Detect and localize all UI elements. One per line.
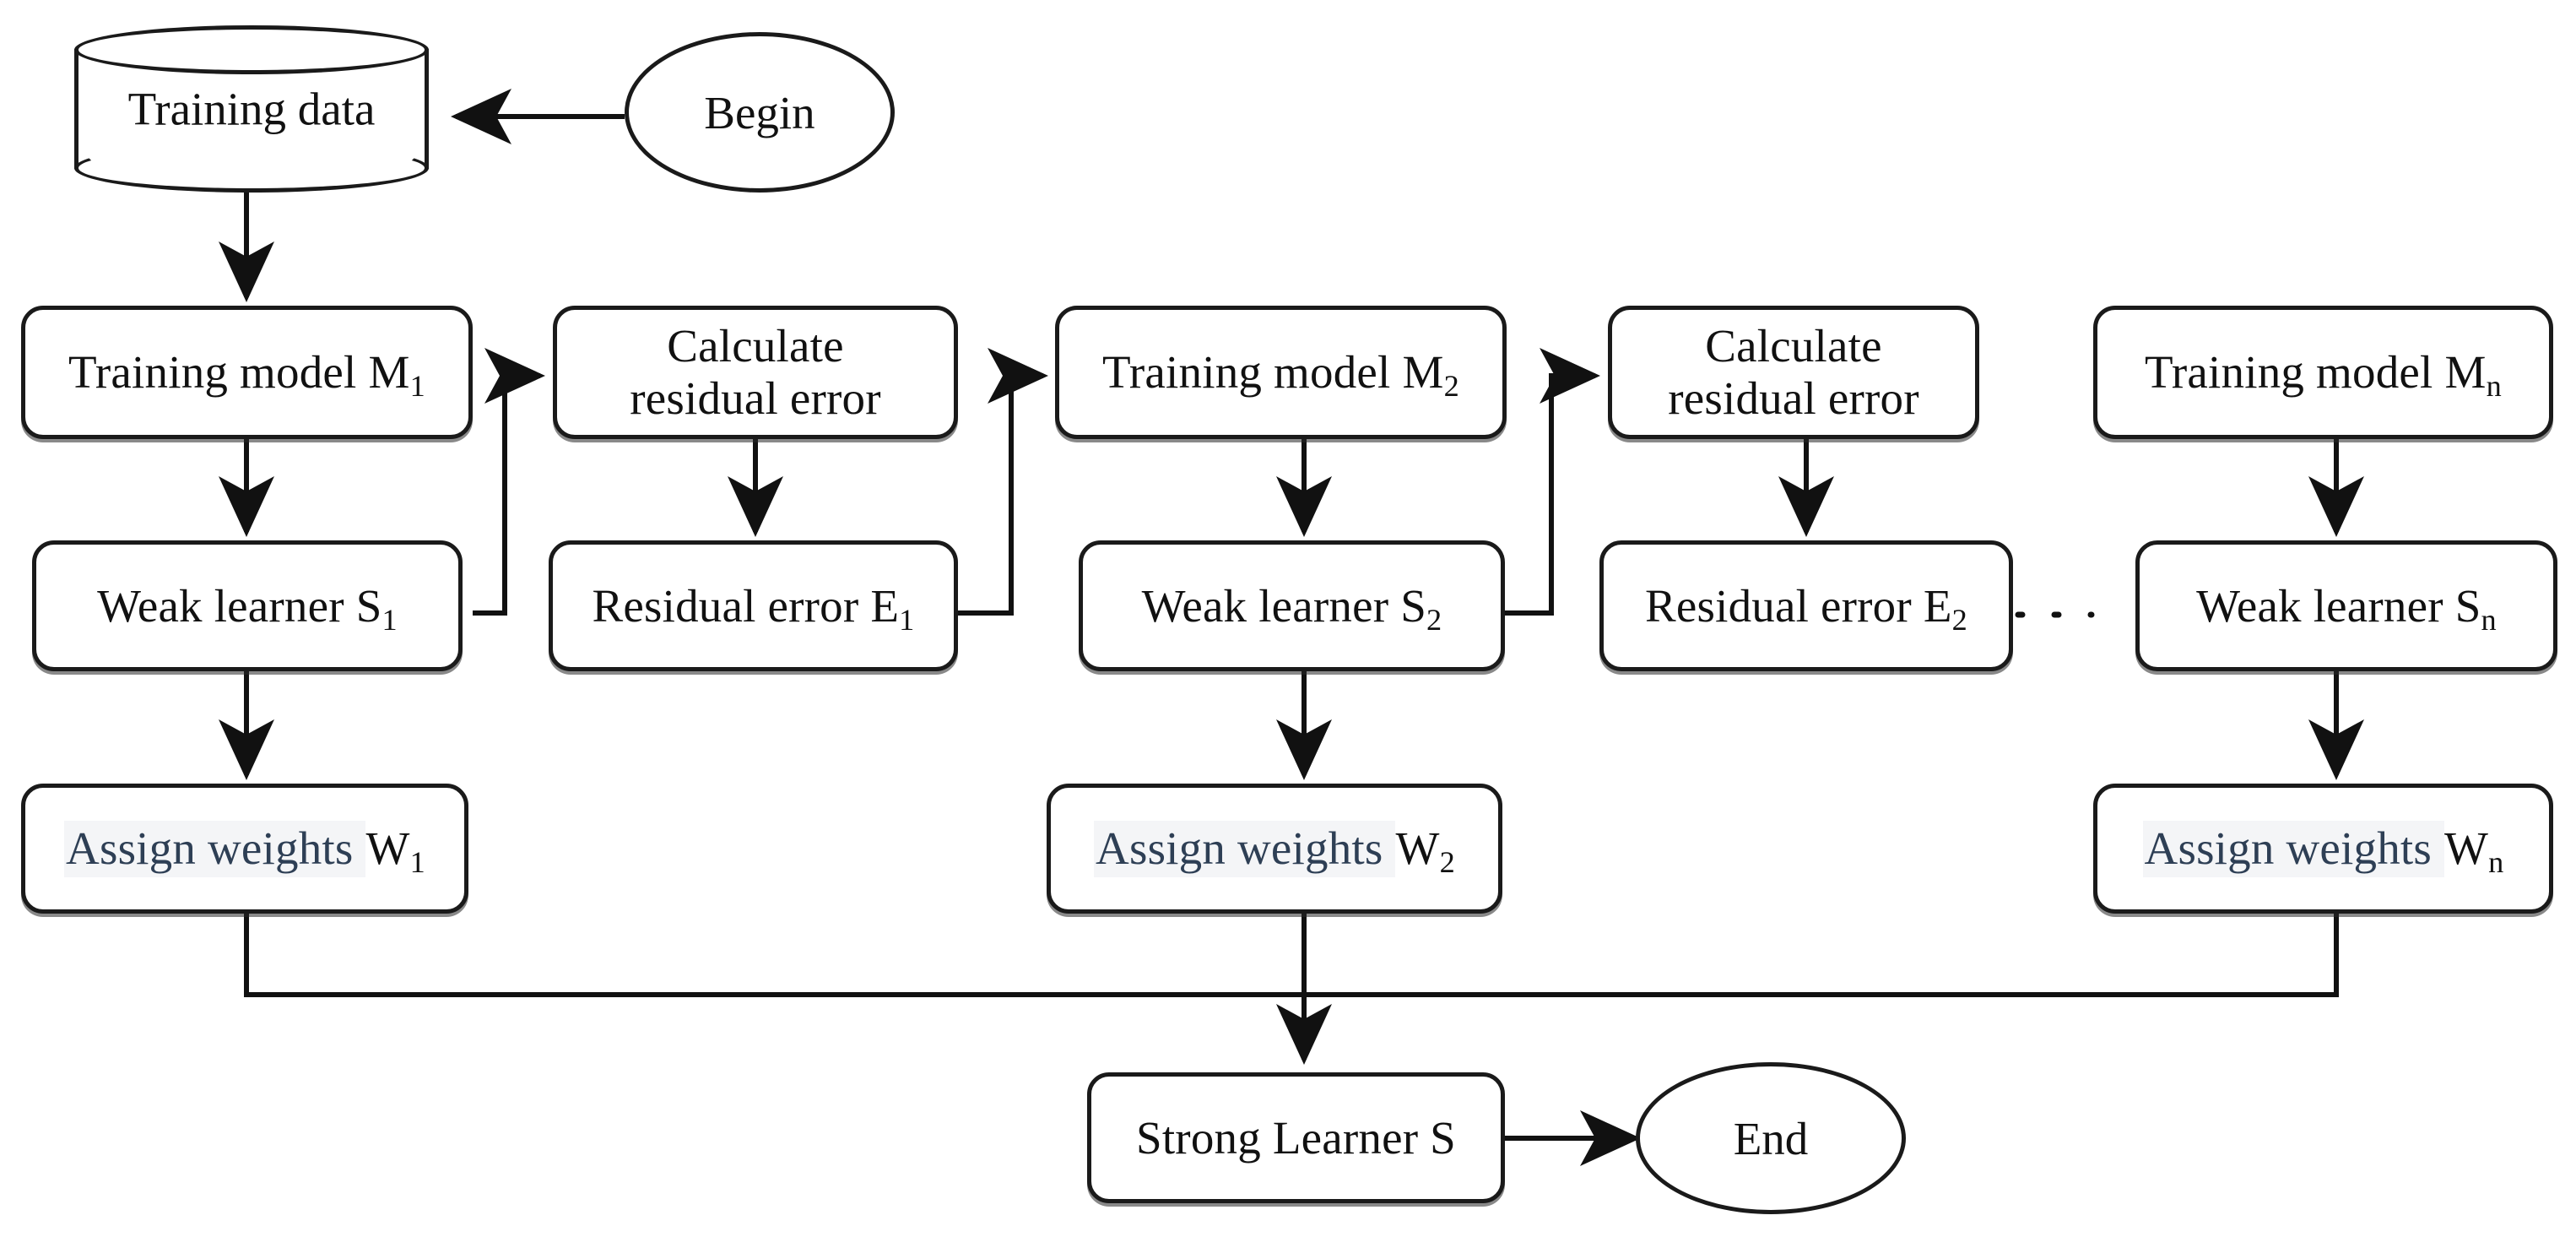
node-weak-learner-2[interactable]: Weak learner S2 <box>1079 540 1505 671</box>
node-residual-error-2[interactable]: Residual error E2 <box>1599 540 2013 671</box>
node-strong-learner-label: Strong Learner S <box>1136 1111 1456 1164</box>
node-weak-learner-1-label: Weak learner S1 <box>97 579 398 637</box>
edge-residual1-to-model2 <box>958 348 1048 616</box>
node-strong-learner[interactable]: Strong Learner S <box>1087 1072 1505 1203</box>
node-assign-weights-2[interactable]: Assign weights W2 <box>1047 784 1502 914</box>
node-assign-weights-1[interactable]: Assign weights W1 <box>21 784 468 914</box>
node-assign-weights-n[interactable]: Assign weights Wn <box>2093 784 2553 914</box>
cylinder-bottom <box>74 144 429 193</box>
node-residual-error-1[interactable]: Residual error E1 <box>549 540 958 671</box>
node-assign-weights-n-label: Assign weights Wn <box>2142 821 2504 880</box>
node-end[interactable]: End <box>1636 1062 1906 1214</box>
node-training-model-2[interactable]: Training model M2 <box>1055 306 1507 439</box>
node-weak-learner-n[interactable]: Weak learner Sn <box>2135 540 2557 671</box>
node-training-data-label: Training data <box>127 83 376 135</box>
node-training-model-1-label: Training model M1 <box>68 346 425 404</box>
node-begin-label: Begin <box>704 86 815 138</box>
node-residual-error-1-label: Residual error E1 <box>592 579 915 637</box>
node-weak-learner-n-label: Weak learner Sn <box>2196 579 2497 637</box>
node-training-model-2-label: Training model M2 <box>1102 346 1459 404</box>
node-training-model-1[interactable]: Training model M1 <box>21 306 473 439</box>
node-end-label: End <box>1733 1112 1809 1164</box>
node-training-model-n-label: Training model Mn <box>2145 346 2502 404</box>
node-weak-learner-2-label: Weak learner S2 <box>1141 579 1442 637</box>
node-training-model-n[interactable]: Training model Mn <box>2093 306 2553 439</box>
node-assign-weights-2-label: Assign weights W2 <box>1094 821 1455 880</box>
cylinder-top <box>74 25 429 74</box>
node-begin[interactable]: Begin <box>625 32 895 193</box>
edge-assign1-merge-bus <box>244 914 2339 997</box>
node-training-data[interactable]: Training data <box>74 25 429 193</box>
edge-weak1-to-calc1 <box>473 348 545 616</box>
edge-weak2-to-calc2 <box>1502 348 1600 616</box>
node-residual-error-2-label: Residual error E2 <box>1645 579 1967 637</box>
node-assign-weights-1-label: Assign weights W1 <box>64 821 425 880</box>
node-weak-learner-1[interactable]: Weak learner S1 <box>32 540 463 671</box>
